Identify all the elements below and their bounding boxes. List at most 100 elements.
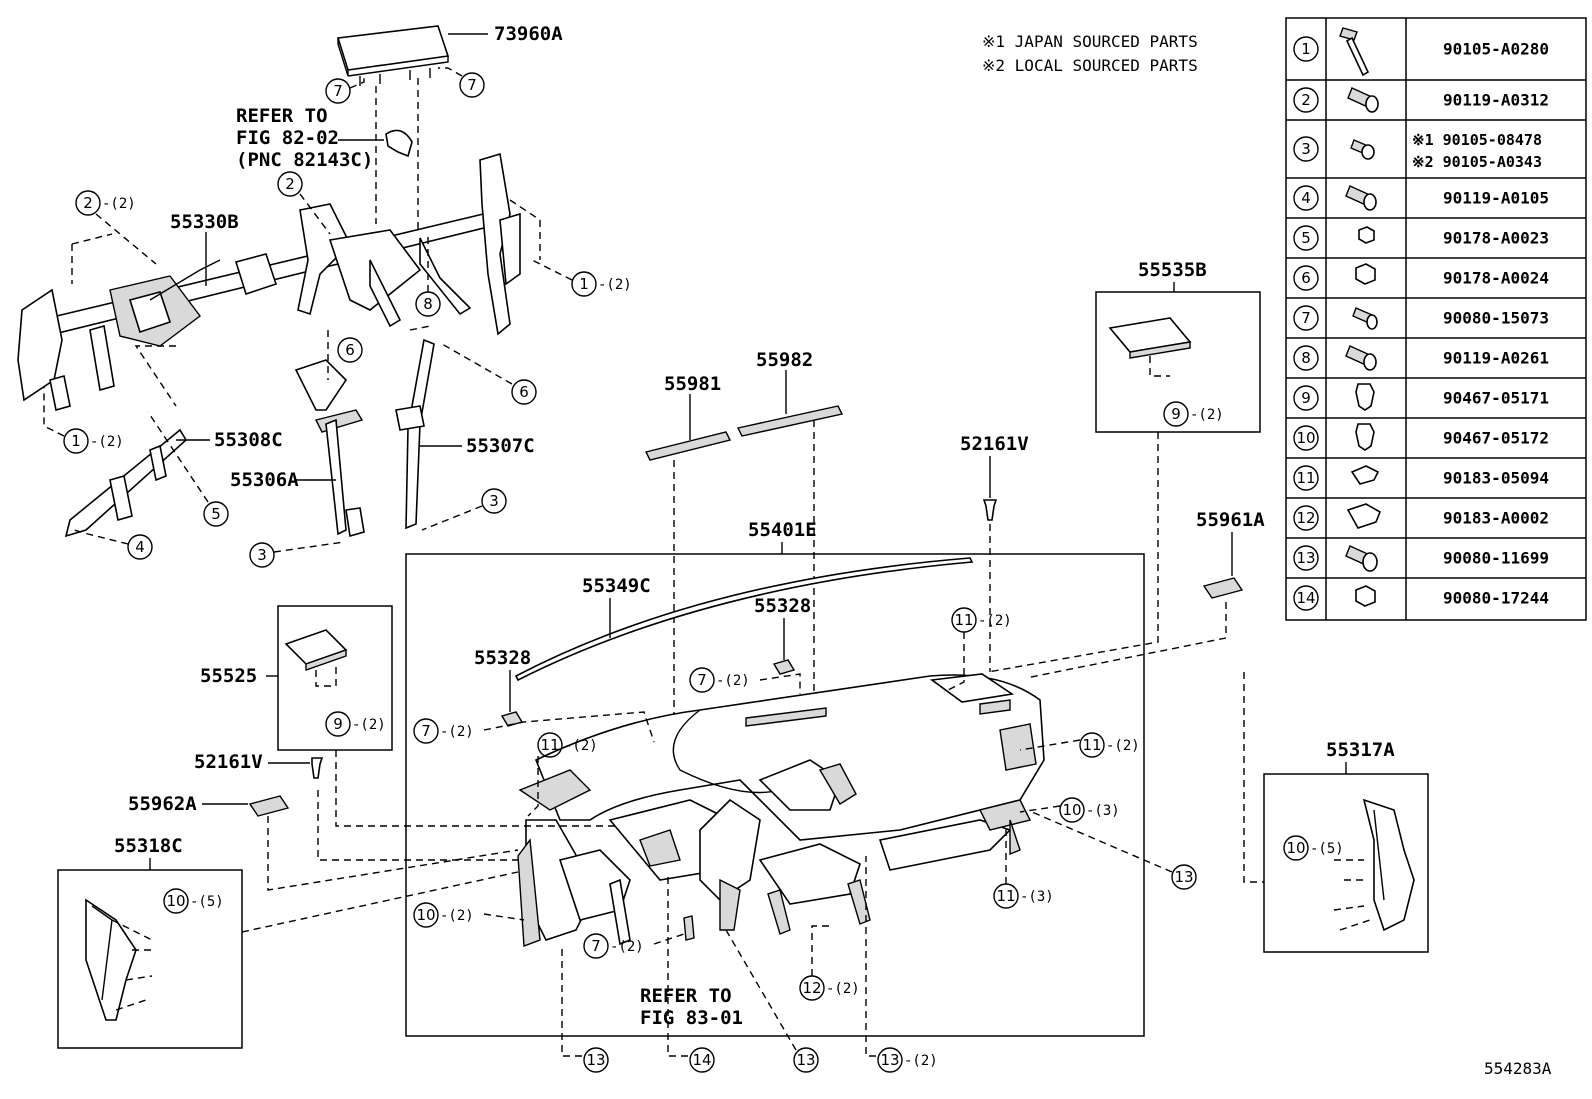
- callout-3: 3: [489, 492, 499, 510]
- callout-6: 6: [345, 341, 355, 359]
- table-row-part: 90119-A0261: [1443, 349, 1549, 368]
- part-label-55317A: 55317A: [1326, 739, 1395, 761]
- callout-qty: -(2): [610, 939, 644, 955]
- callout-qty: -(2): [826, 981, 860, 997]
- callout-qty: -(2): [90, 434, 124, 450]
- hex-nut-icon: [1355, 263, 1376, 285]
- callout-qty: -(2): [978, 613, 1012, 629]
- table-row-part: 90105-A0280: [1443, 40, 1549, 59]
- callout-13: 13: [1174, 868, 1193, 886]
- table-row-part: 90178-A0023: [1443, 229, 1549, 248]
- table-row-num: 2: [1301, 91, 1311, 109]
- note-local-sourced: ※2 LOCAL SOURCED PARTS: [982, 56, 1198, 75]
- bolt-short-icon: [1352, 307, 1378, 330]
- table-row-part: 90119-A0312: [1443, 91, 1549, 110]
- part-label-55981: 55981: [664, 373, 721, 395]
- part-label-52161V: 52161V: [960, 433, 1029, 455]
- nozzle-55981: 55981: [644, 373, 732, 461]
- side-cover-box-55318C: 55318C 10 -(5): [57, 835, 243, 1049]
- figure-id: 554283A: [1484, 1059, 1552, 1078]
- callout-qty: -(2): [102, 196, 136, 212]
- part-label-55982: 55982: [756, 349, 813, 371]
- table-row-num: 5: [1301, 229, 1311, 247]
- table-row: 9 90467-05171: [1293, 383, 1549, 411]
- table-row-part: 90080-17244: [1443, 589, 1549, 608]
- callout-8: 8: [423, 295, 433, 313]
- table-row-num: 3: [1301, 140, 1311, 158]
- callout-4: 4: [135, 538, 145, 556]
- table-row: 1 90105-A0280: [1293, 27, 1549, 77]
- callout-qty: -(3): [1086, 803, 1120, 819]
- table-row: 12 90183-A0002: [1293, 503, 1549, 531]
- callout-2: 2: [285, 175, 295, 193]
- callout-10: 10: [416, 906, 435, 924]
- callout-10: 10: [166, 892, 185, 910]
- table-row-num: 13: [1296, 549, 1315, 567]
- callout-2: 2: [83, 194, 93, 212]
- part-label-55330B: 55330B: [170, 211, 239, 233]
- callout-qty: -(2): [564, 738, 598, 754]
- bracket-55328-left: 55328: [474, 647, 531, 727]
- table-row-part: 90119-A0105: [1443, 189, 1549, 208]
- callout-qty: -(2): [904, 1053, 938, 1069]
- table-row-num: 12: [1296, 509, 1315, 527]
- note-japan-sourced: ※1 JAPAN SOURCED PARTS: [982, 32, 1198, 51]
- part-label-55318C: 55318C: [114, 835, 183, 857]
- airbag-module-73960A: 73960A: [336, 23, 563, 86]
- vent-55962A: 55962A: [128, 793, 290, 817]
- callout-qty: -(2): [716, 673, 750, 689]
- table-row-num: 9: [1301, 389, 1311, 407]
- table-row: 6 90178-A0024: [1293, 263, 1549, 291]
- part-label-55328: 55328: [754, 595, 811, 617]
- callout-qty: -(2): [1106, 738, 1140, 754]
- sourcing-notes: ※1 JAPAN SOURCED PARTS ※2 LOCAL SOURCED …: [982, 32, 1198, 75]
- table-row-num: 7: [1301, 309, 1311, 327]
- table-row: 7 90080-15073: [1293, 305, 1549, 331]
- clip-icon: [1355, 383, 1375, 411]
- reference-line2: FIG 82-02: [236, 127, 339, 149]
- table-row: 3 ※1 90105-08478 ※2 90105-A0343: [1293, 131, 1542, 171]
- table-row: 10 90467-05172: [1293, 423, 1549, 451]
- table-row-num: 8: [1301, 349, 1311, 367]
- callout-10: 10: [1062, 801, 1081, 819]
- fastener-table: 1 90105-A0280 2 90119-A0312 3: [1285, 17, 1587, 621]
- callout-11: 11: [954, 611, 973, 629]
- speed-nut-icon: [1346, 503, 1382, 529]
- table-row-part: 90183-05094: [1443, 469, 1549, 488]
- brace-55306A: 55306A: [230, 359, 365, 538]
- part-label-73960A: 73960A: [494, 23, 563, 45]
- table-row-num: 4: [1301, 189, 1311, 207]
- callout-qty: -(2): [440, 908, 474, 924]
- bolt-flange-icon: [1347, 87, 1379, 113]
- table-row-part: 90183-A0002: [1443, 509, 1549, 528]
- cover-box-55535B: 55535B 9 -(2): [1095, 259, 1261, 433]
- table-row-num: 1: [1301, 40, 1311, 58]
- reference-fig-82-02: REFER TO FIG 82-02 (PNC 82143C): [236, 105, 413, 171]
- callout-7: 7: [591, 937, 601, 955]
- reference-line2: FIG 83-01: [640, 1007, 743, 1029]
- callout-13: 13: [796, 1051, 815, 1069]
- molding-55349C: 55349C: [514, 557, 974, 682]
- table-row-part: 90467-05171: [1443, 389, 1549, 408]
- callout-13: 13: [880, 1051, 899, 1069]
- vent-55961A: 55961A: [1196, 509, 1265, 599]
- table-row-part-japan: ※1 90105-08478: [1412, 131, 1542, 149]
- part-label-55308C: 55308C: [214, 429, 283, 451]
- part-label-55961A: 55961A: [1196, 509, 1265, 531]
- nozzle-55982: 55982: [736, 349, 844, 437]
- callout-qty: -(2): [440, 724, 474, 740]
- table-row: 5 90178-A0023: [1293, 225, 1549, 251]
- part-label-55307C: 55307C: [466, 435, 535, 457]
- clip-52161V-left: 52161V: [194, 751, 324, 779]
- table-row-part-local: ※2 90105-A0343: [1412, 153, 1542, 171]
- callout-7: 7: [333, 82, 343, 100]
- bolt-flange-icon: [1345, 345, 1377, 371]
- steering-support-55330B: 55330B: [17, 152, 521, 412]
- callout-6: 6: [519, 383, 529, 401]
- side-cover-box-55317A: 55317A 10 -(5): [1263, 739, 1429, 953]
- callout-9: 9: [333, 715, 343, 733]
- part-label-55962A: 55962A: [128, 793, 197, 815]
- cover-box-55525: 55525 9 -(2): [200, 605, 393, 751]
- callout-11: 11: [1082, 736, 1101, 754]
- brace-55308C: 55308C: [64, 428, 283, 538]
